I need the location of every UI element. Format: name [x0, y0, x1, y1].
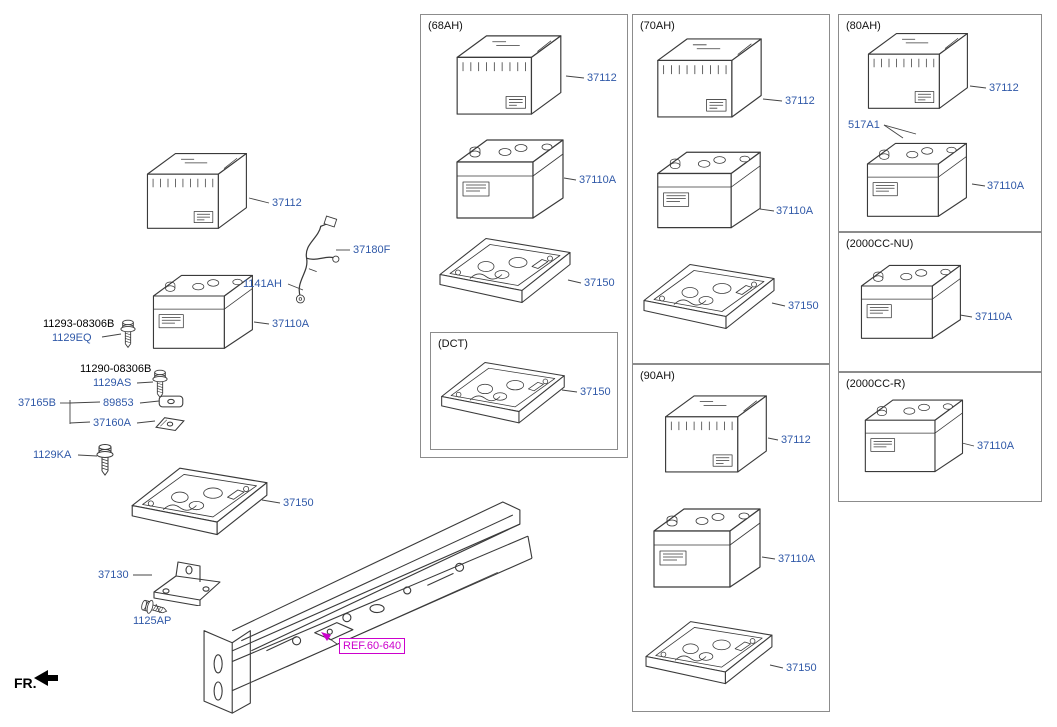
part-label-37150-dct: 37150	[580, 386, 611, 398]
part-label-37130: 37130	[98, 569, 129, 581]
battery-cover-drawing-70ah	[657, 38, 762, 118]
part-label-37150-main: 37150	[283, 497, 314, 509]
part-label-37160a: 37160A	[93, 417, 131, 429]
part-label-1125ap: 1125AP	[133, 615, 172, 627]
part-label-1129eq: 1129EQ	[52, 332, 92, 344]
battery-tray-drawing-90ah	[645, 621, 773, 685]
battery-drawing-90ah	[653, 508, 761, 588]
part-label-37110a-main: 37110A	[272, 318, 310, 330]
battery-drawing-2000cc-r	[864, 399, 964, 473]
bolt-drawing-1129eq	[120, 319, 136, 348]
panel-dct	[430, 332, 618, 450]
panel-title-90ah: (90AH)	[640, 370, 675, 382]
part-label-37150-70ah: 37150	[788, 300, 819, 312]
battery-wiring-drawing	[295, 215, 340, 304]
panel-90ah	[632, 364, 830, 712]
battery-tray-drawing-68ah	[439, 237, 571, 304]
panel-70ah	[632, 14, 830, 364]
part-label-37110a-2000cc-r: 37110A	[977, 440, 1015, 452]
battery-tray-drawing-dct	[441, 362, 565, 424]
part-label-37165b: 37165B	[18, 397, 56, 409]
panel-title-80ah: (80AH)	[846, 20, 881, 32]
part-label-1129as: 1129AS	[93, 377, 132, 389]
part-label-37110a-2000cc-nu: 37110A	[975, 311, 1013, 323]
part-label-37112-main: 37112	[272, 197, 302, 209]
fr-direction-arrow-icon	[34, 670, 58, 686]
clamp-drawing-37160a	[155, 417, 185, 432]
battery-drawing-main	[152, 274, 253, 349]
panel-title-2000cc-r: (2000CC-R)	[846, 378, 906, 390]
panel-title-68ah: (68AH)	[428, 20, 463, 32]
part-label-37110a-90ah: 37110A	[778, 553, 816, 565]
part-label-37110a-68ah: 37110A	[579, 174, 617, 186]
part-code-11293-08306b: 11293-08306B	[43, 318, 115, 330]
panel-title-70ah: (70AH)	[640, 20, 675, 32]
part-label-37112-80ah: 37112	[989, 82, 1019, 94]
panel-2000cc-nu	[838, 232, 1042, 372]
part-label-89853: 89853	[103, 397, 134, 409]
part-label-37150-68ah: 37150	[584, 277, 615, 289]
battery-drawing-70ah	[657, 151, 761, 229]
part-label-37112-70ah: 37112	[785, 95, 815, 107]
part-label-37110a-70ah: 37110A	[776, 205, 814, 217]
part-label-37180f: 37180F	[353, 244, 391, 256]
ref-60-640-label: REF.60-640	[339, 638, 406, 654]
battery-tray-drawing-70ah	[643, 263, 775, 330]
part-label-37110a-80ah: 37110A	[987, 180, 1025, 192]
part-label-1141ah: 1141AH	[243, 278, 282, 290]
panel-68ah	[420, 14, 628, 458]
panel-80ah	[838, 14, 1042, 232]
panel-2000cc-r	[838, 372, 1042, 502]
battery-cover-drawing-main	[146, 153, 247, 229]
bolt-drawing-1129ka	[96, 444, 114, 476]
part-label-37112-90ah: 37112	[781, 434, 811, 446]
frame-member-drawing	[203, 501, 533, 714]
fr-direction-label: FR.	[14, 675, 37, 691]
pad-drawing-89853	[158, 395, 184, 408]
part-label-517a1: 517A1	[848, 119, 880, 131]
battery-cover-drawing-80ah	[867, 33, 968, 109]
battery-drawing-68ah	[456, 139, 564, 219]
part-code-11290-08306b: 11290-08306B	[80, 363, 152, 375]
part-label-37112-68ah: 37112	[587, 72, 617, 84]
panel-title-dct: (DCT)	[438, 338, 468, 350]
panel-title-2000cc-nu: (2000CC-NU)	[846, 238, 914, 250]
battery-drawing-2000cc-nu	[860, 264, 961, 339]
part-label-1129ka: 1129KA	[33, 449, 72, 461]
part-label-37150-90ah: 37150	[786, 662, 817, 674]
battery-cover-drawing-68ah	[456, 35, 562, 115]
battery-drawing-80ah	[866, 142, 967, 217]
battery-cover-drawing-90ah	[665, 395, 767, 473]
